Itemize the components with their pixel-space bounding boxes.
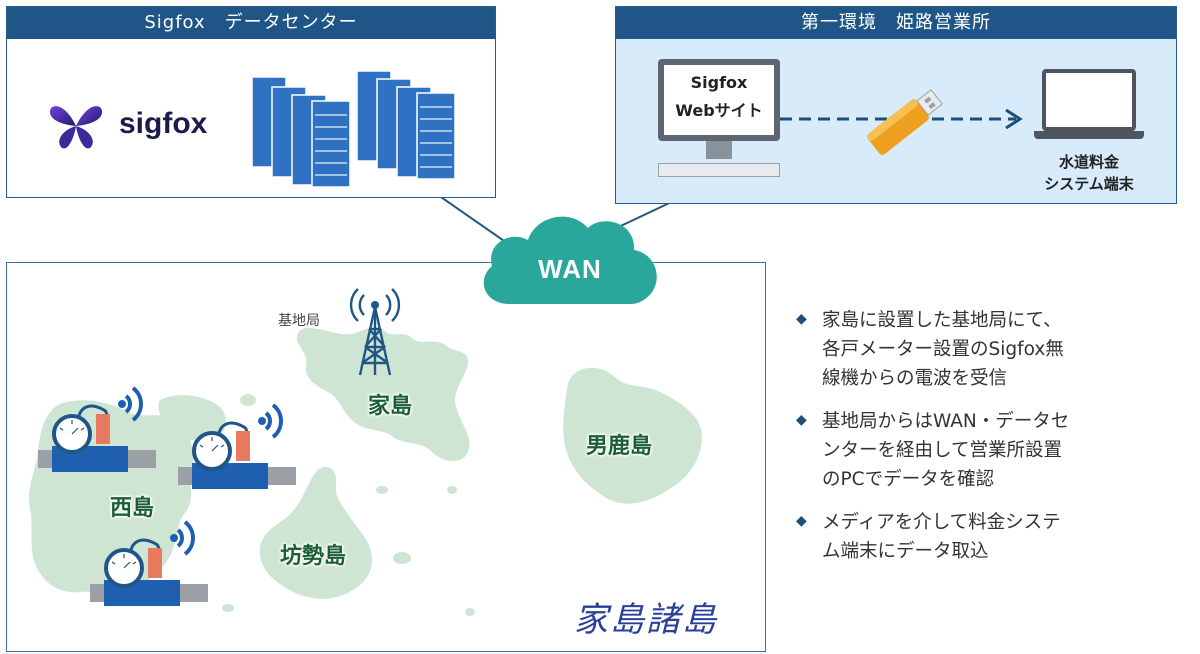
terminal-label-line2: システム端末 [1044,175,1134,193]
diamond-bullet-icon: ◆ [796,311,807,327]
diamond-bullet-icon: ◆ [796,513,807,529]
bullet-line: 線機からの電波を受信 [822,368,1008,389]
bullet-line: 各戸メーター設置のSigfox無 [822,339,1064,360]
island-tanganjima-shape [563,367,703,504]
datacenter-title: Sigfox データセンター [7,7,495,39]
list-item: ◆ メディアを介して料金システ ム端末にデータ取込 [796,508,1191,566]
island-label-tanganjima: 男鹿島 [586,434,653,459]
diamond-bullet-icon: ◆ [796,412,807,428]
water-meter-icon [90,520,208,606]
bullet-line: 基地局からはWAN・データセ [822,411,1070,432]
description-list: ◆ 家島に設置した基地局にて、 各戸メーター設置のSigfox無 線機からの電波… [796,306,1191,580]
monitor-icon: Sigfox Webサイト [658,59,780,181]
office-title: 第一環境 姫路営業所 [616,7,1176,39]
bullet-line: ム端末にデータ取込 [822,541,989,562]
wan-cloud-icon [483,216,657,304]
list-item: ◆ 家島に設置した基地局にて、 各戸メーター設置のSigfox無 線機からの電波… [796,306,1191,393]
sigfox-butterfly-icon [49,106,103,149]
datacenter-panel: Sigfox データセンター sigfox [6,6,496,198]
bullet-line: 家島に設置した基地局にて、 [822,310,1062,331]
wan-label: WAN [538,254,602,284]
island-label-boseshima: 坊勢島 [280,544,347,569]
bullet-line: のPCでデータを確認 [822,469,995,490]
list-item: ◆ 基地局からはWAN・データセ ンターを経由して営業所設置 のPCでデータを確… [796,407,1191,494]
laptop-icon [1034,69,1144,149]
monitor-text-line2: Webサイト [675,101,763,120]
island-label-nishijima: 西島 [110,496,155,521]
water-meter-icon [38,386,156,472]
island-ieshima-shape [296,327,470,462]
monitor-text-line1: Sigfox [690,73,748,92]
base-station-tower-icon [349,288,401,376]
sigfox-logo-text: sigfox [119,107,208,140]
usb-stick-icon [866,89,943,155]
water-meter-icon [178,403,296,489]
bullet-line: ンターを経由して営業所設置 [822,440,1062,461]
base-station-label: 基地局 [278,313,320,329]
terminal-label-line1: 水道料金 [1058,153,1119,171]
office-panel: 第一環境 姫路営業所 Sigfox Webサイト 水道料金 システム端末 [615,6,1177,204]
bullet-line: メディアを介して料金システ [822,512,1061,533]
island-boseshima-shape [259,466,372,599]
archipelago-name: 家島諸島 [574,600,718,640]
island-label-ieshima: 家島 [368,394,413,419]
server-rack-icon [252,70,456,188]
